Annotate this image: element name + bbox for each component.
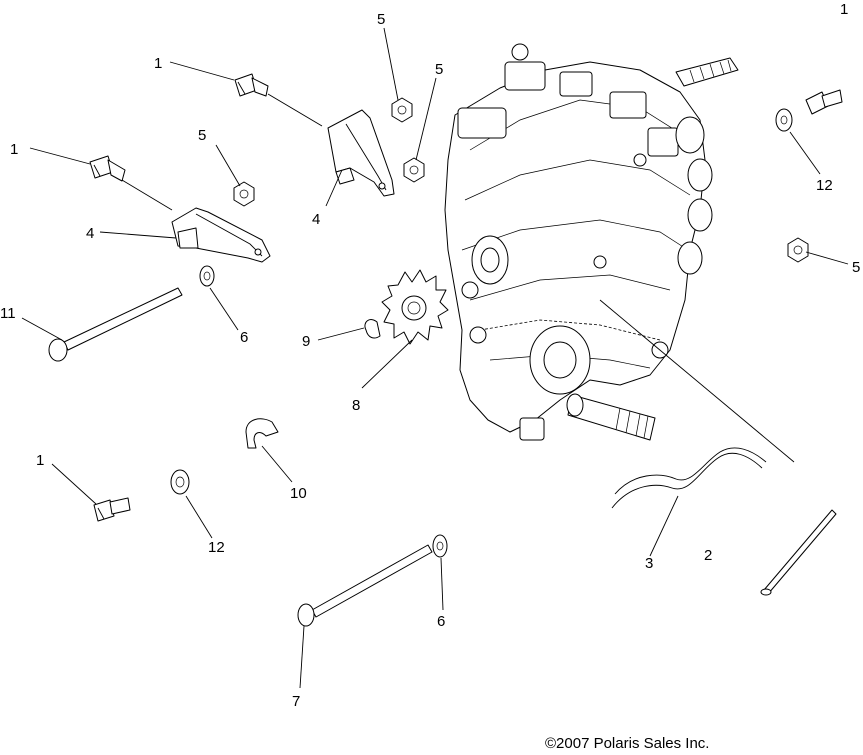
callout-cable: 2 bbox=[704, 547, 712, 564]
bracket-top bbox=[327, 109, 395, 197]
transmission-assembly bbox=[444, 43, 739, 441]
callout-sprocket: 8 bbox=[352, 397, 360, 414]
nut-top-a bbox=[391, 97, 413, 123]
callout-long-bolt: 11 bbox=[0, 305, 16, 322]
washer-bottom-left bbox=[170, 469, 190, 495]
callout-nut-right: 5 bbox=[852, 259, 860, 276]
callout-bracket-top: 4 bbox=[312, 211, 320, 228]
washer-bottom bbox=[432, 534, 448, 558]
callouts: 1 1 1 1 2 3 4 4 5 5 5 5 6 6 7 8 9 10 11 … bbox=[0, 1, 860, 710]
nut-left bbox=[233, 181, 255, 207]
cable-rod bbox=[760, 509, 837, 596]
bracket-left bbox=[171, 207, 271, 263]
callout-washer-right: 12 bbox=[816, 177, 833, 194]
callout-washer-left: 6 bbox=[240, 329, 248, 346]
sheet-number: 1 bbox=[840, 1, 848, 18]
wire-clip bbox=[611, 447, 767, 509]
callout-bolt-bottom: 1 bbox=[36, 452, 44, 469]
callout-snap-ring: 9 bbox=[302, 333, 310, 350]
callout-washer-bottom: 6 bbox=[437, 613, 445, 630]
callout-nut-left: 5 bbox=[198, 127, 206, 144]
callout-clamp: 10 bbox=[290, 485, 307, 502]
clamp bbox=[245, 418, 279, 449]
nut-top-b bbox=[403, 157, 425, 183]
callout-nut-top-b: 5 bbox=[435, 61, 443, 78]
copyright-notice: ©2007 Polaris Sales Inc. bbox=[545, 735, 709, 750]
nut-right bbox=[787, 237, 809, 263]
washer-right bbox=[775, 108, 793, 132]
bolt-right bbox=[805, 89, 843, 115]
callout-pin: 7 bbox=[292, 693, 300, 710]
snap-ring bbox=[364, 319, 381, 339]
callout-clip: 3 bbox=[645, 555, 653, 572]
callout-nut-top-a: 5 bbox=[377, 11, 385, 28]
bolt-top bbox=[234, 73, 269, 97]
callout-bolt-top: 1 bbox=[154, 55, 162, 72]
callout-bolt-left: 1 bbox=[10, 141, 18, 158]
leader-lines bbox=[21, 27, 849, 689]
callout-bracket-left: 4 bbox=[86, 225, 94, 242]
bolt-bottom bbox=[93, 497, 131, 522]
bolt-left bbox=[89, 155, 126, 182]
callout-washer-bottom-left: 12 bbox=[208, 539, 225, 556]
long-bolt bbox=[48, 287, 183, 362]
washer-left bbox=[199, 265, 215, 287]
sprocket bbox=[381, 269, 449, 345]
long-pin bbox=[297, 544, 433, 627]
